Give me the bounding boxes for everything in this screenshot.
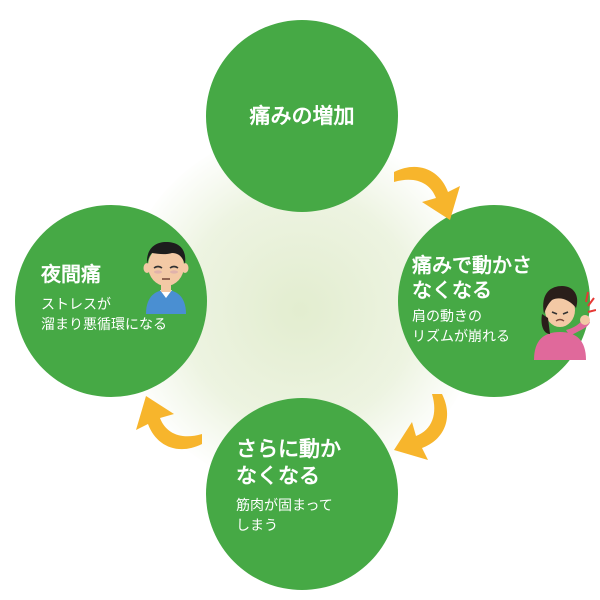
node-subtitle-line: リズムが崩れる <box>412 329 510 345</box>
node-title-line: なくなる <box>236 464 320 488</box>
shoulder-pain-woman-icon <box>530 278 596 360</box>
cycle-node-move-less: さらに動か なくなる 筋肉が固まって しまう <box>206 398 398 590</box>
cycle-node-night-pain: 夜間痛 ストレスが 溜まり悪循環になる <box>15 205 207 397</box>
node-title-line: なくなる <box>412 278 492 302</box>
node-title: 夜間痛 <box>41 262 101 286</box>
curved-arrow-icon <box>128 388 208 468</box>
tired-man-icon <box>138 236 194 314</box>
node-title: 痛みの増加 <box>249 104 355 128</box>
node-subtitle-line: しまう <box>236 518 278 534</box>
node-subtitle-line: 肩の動きの <box>412 309 482 325</box>
node-title-line: 痛みで動かさ <box>412 253 532 277</box>
node-subtitle: 肩の動きの リズムが崩れる <box>412 307 522 347</box>
node-title: さらに動か なくなる <box>236 436 386 490</box>
node-subtitle: 筋肉が固まって しまう <box>236 496 366 536</box>
node-subtitle: ストレスが 溜まり悪循環になる <box>41 295 201 335</box>
node-title: 痛みで動かさ なくなる <box>412 253 587 303</box>
node-title-line: さらに動か <box>236 437 341 461</box>
cycle-node-pain-increase: 痛みの増加 <box>206 20 398 212</box>
node-subtitle-line: 溜まり悪循環になる <box>41 317 167 333</box>
node-subtitle-line: ストレスが <box>41 297 111 313</box>
curved-arrow-icon <box>386 388 466 468</box>
curved-arrow-icon <box>388 148 468 228</box>
node-subtitle-line: 筋肉が固まって <box>236 498 333 514</box>
